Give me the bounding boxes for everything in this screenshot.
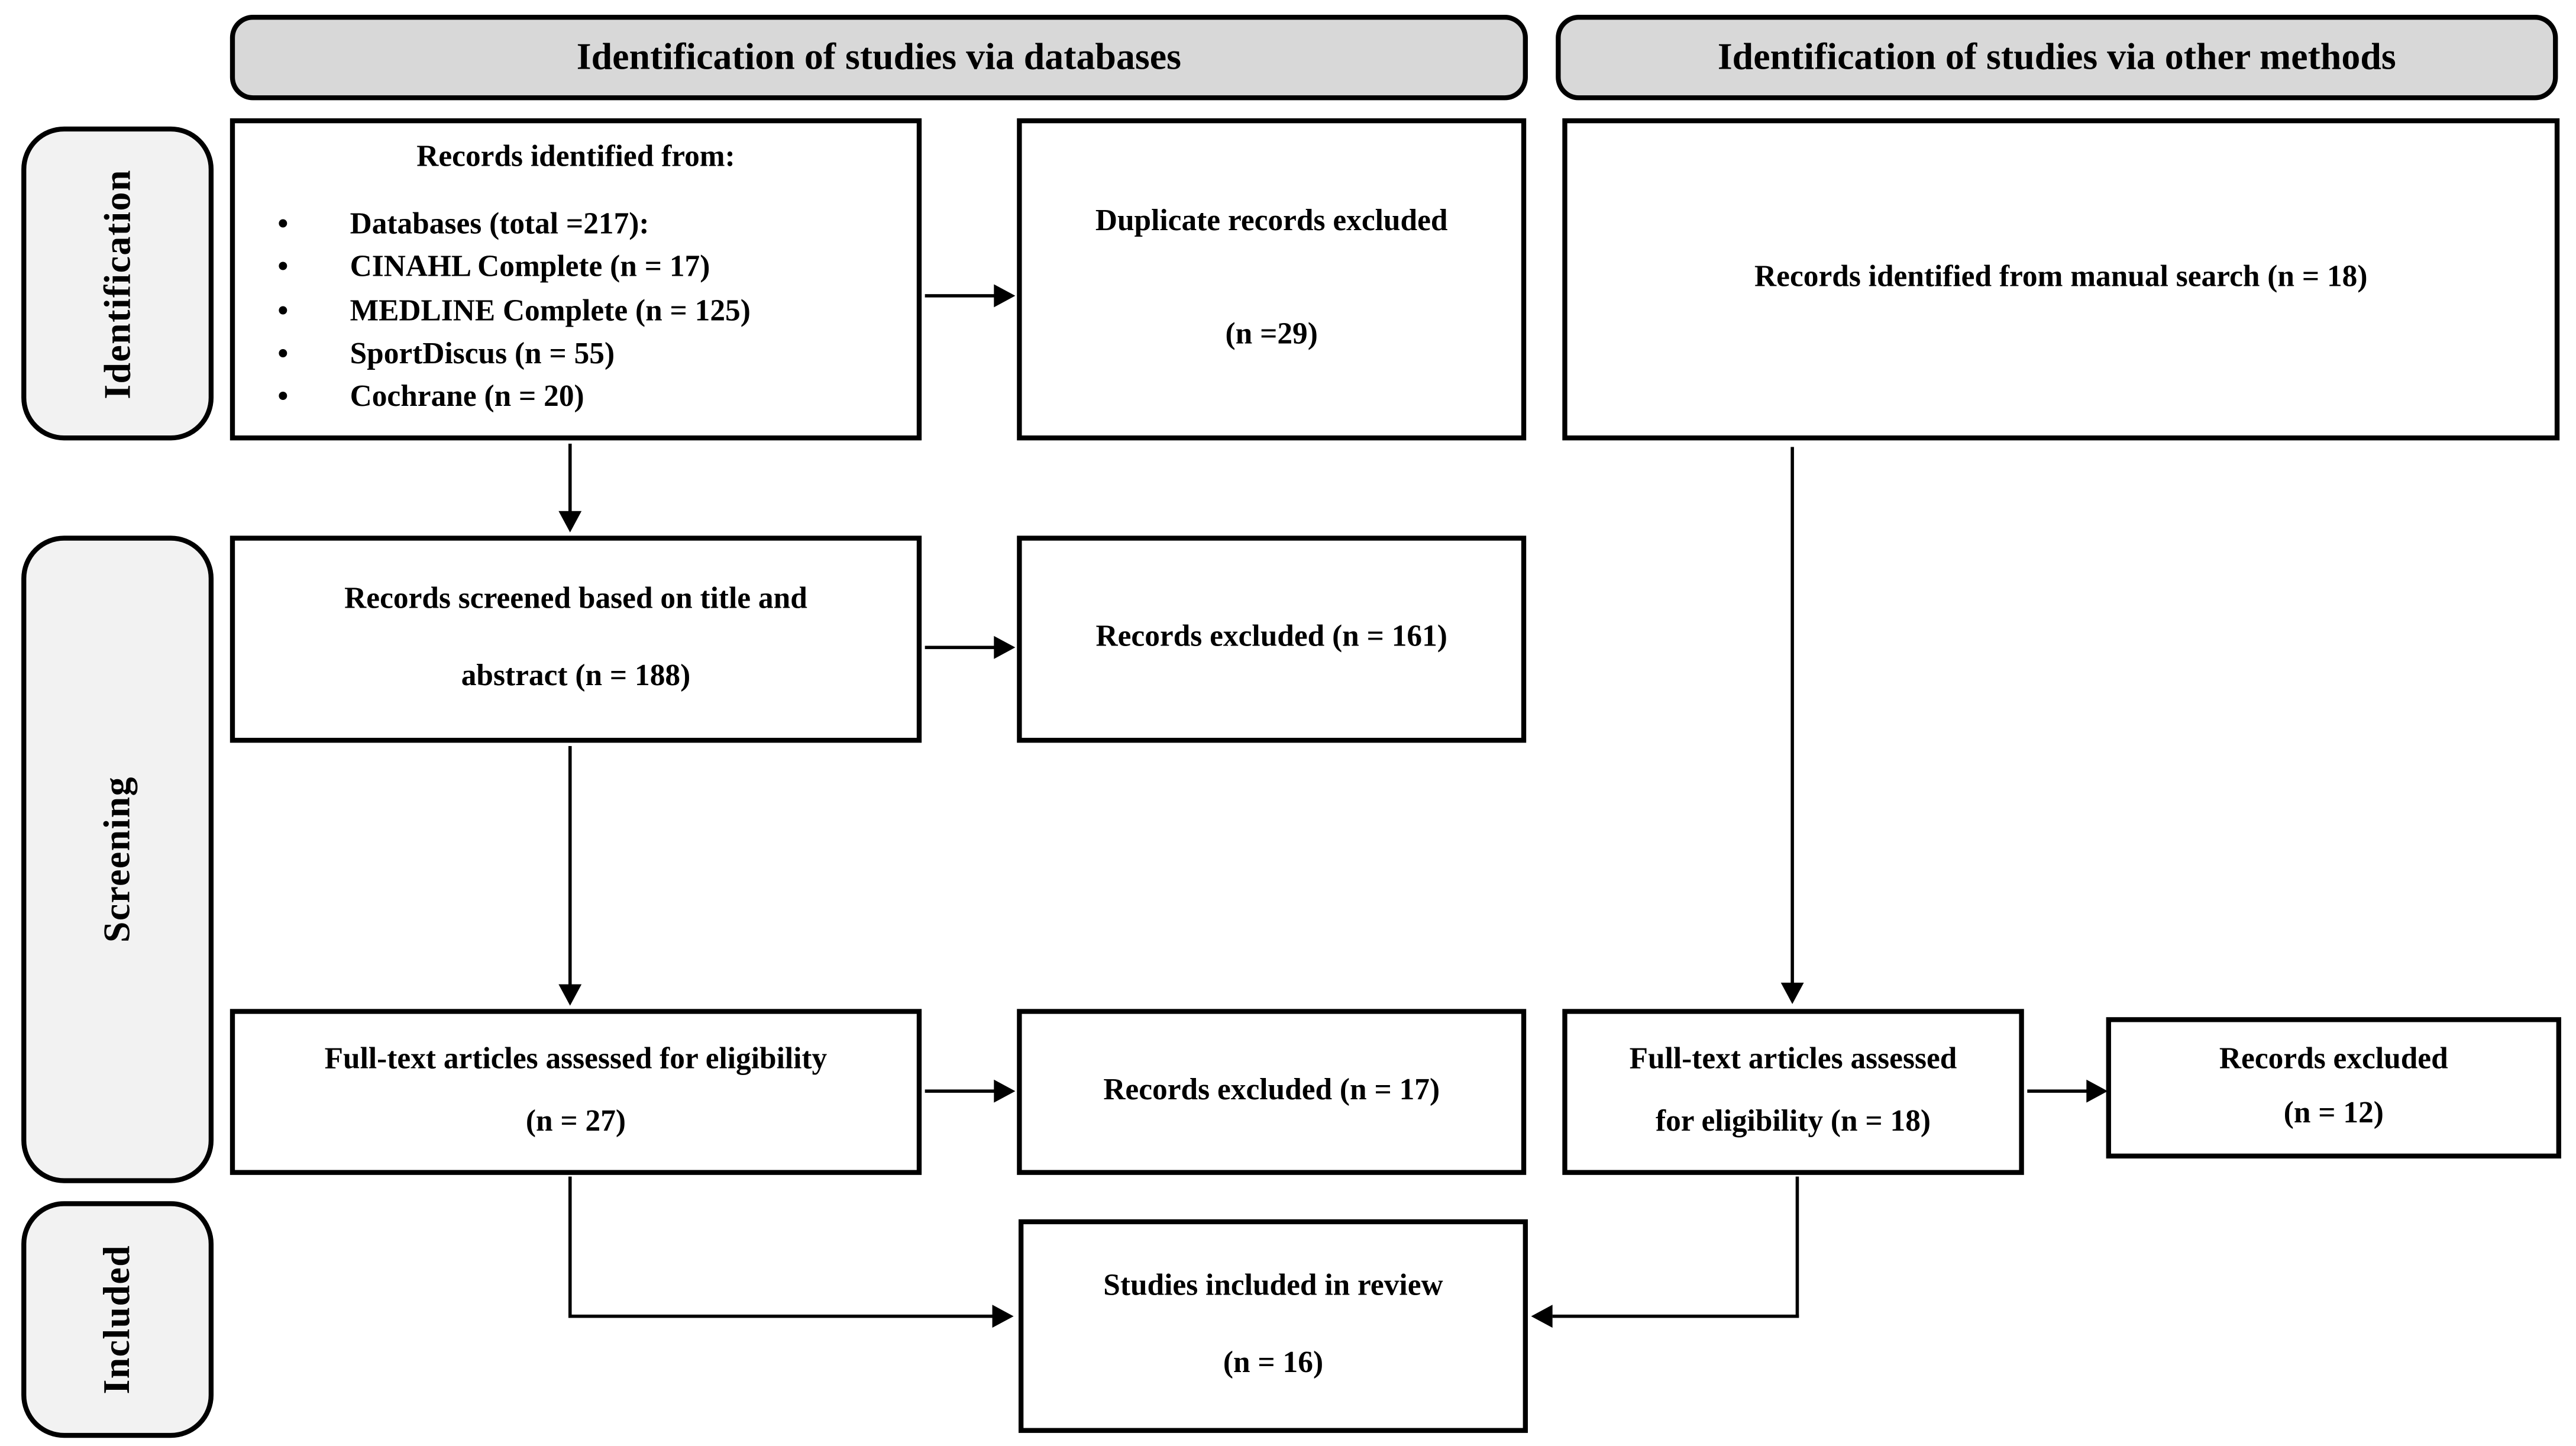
records-excluded-other-count: (n = 12) <box>2283 1098 2384 1131</box>
arrow-identified-to-screened-head-icon <box>558 511 582 532</box>
header-identification-via-databases: Identification of studies via databases <box>230 14 1528 101</box>
box-fulltext-databases: Full-text articles assessed for eligibil… <box>230 1009 922 1175</box>
stage-label-included-text: Included <box>96 1244 137 1395</box>
arrow-fulltext18-to-excluded12-head-icon <box>2086 1079 2108 1103</box>
arrow-identified-to-duplicates-head-icon <box>994 284 1016 308</box>
records-screened-line2: abstract (n = 188) <box>461 660 691 693</box>
arrow-screened-to-fulltext-head-icon <box>558 984 582 1006</box>
arrow-fulltext-to-excluded17-line <box>925 1089 997 1093</box>
elbow-fulltext18-down-line <box>1795 1176 1799 1318</box>
bullet-dot-icon: • <box>277 338 289 372</box>
box-records-screened: Records screened based on title and abst… <box>230 535 922 743</box>
stage-label-included: Included <box>21 1201 214 1438</box>
header-identification-via-other-methods: Identification of studies via other meth… <box>1556 14 2558 101</box>
elbow-fulltext27-down-line <box>568 1176 572 1318</box>
arrow-screened-to-excluded-head-icon <box>994 635 1016 659</box>
box-fulltext-other: Full-text articles assessed for eligibil… <box>1562 1009 2024 1175</box>
box-records-excluded-other: Records excluded (n = 12) <box>2106 1017 2561 1159</box>
bullet-sportdiscus: •SportDiscus (n = 55) <box>264 334 907 377</box>
duplicate-records-excluded-count: (n =29) <box>1225 319 1318 353</box>
arrow-manual-to-fulltext-line <box>1790 447 1794 985</box>
stage-label-screening: Screening <box>21 535 214 1183</box>
box-records-excluded-fulltext: Records excluded (n = 17) <box>1017 1009 1527 1175</box>
arrow-identified-to-screened-line <box>568 443 572 513</box>
arrow-into-studies-left-head-icon <box>992 1305 1014 1328</box>
records-excluded-fulltext-label: Records excluded (n = 17) <box>1103 1074 1440 1108</box>
records-excluded-screening-label: Records excluded (n = 161) <box>1095 622 1447 655</box>
records-identified-heading: Records identified from: <box>416 141 735 175</box>
bullet-dot-icon: • <box>277 252 289 285</box>
studies-included-line1: Studies included in review <box>1103 1269 1443 1303</box>
stage-label-identification: Identification <box>21 126 214 441</box>
records-screened-line1: Records screened based on title and <box>344 583 807 617</box>
fulltext-databases-count: (n = 27) <box>525 1106 626 1139</box>
arrow-into-studies-right-head-icon <box>1531 1305 1553 1328</box>
header-identification-via-other-methods-label: Identification of studies via other meth… <box>1717 36 2396 78</box>
studies-included-count: (n = 16) <box>1223 1348 1324 1381</box>
arrow-identified-to-duplicates-line <box>925 294 997 298</box>
records-identified-bullet-list: •Databases (total =217): •CINAHL Complet… <box>245 204 907 420</box>
manual-search-label: Records identified from manual search (n… <box>1754 262 2368 295</box>
fulltext-other-line2: for eligibility (n = 18) <box>1655 1106 1931 1139</box>
elbow-fulltext27-right-line <box>568 1314 996 1318</box>
box-studies-included: Studies included in review (n = 16) <box>1018 1219 1528 1433</box>
box-manual-search: Records identified from manual search (n… <box>1562 118 2560 441</box>
stage-label-screening-text: Screening <box>96 776 137 943</box>
header-identification-via-databases-label: Identification of studies via databases <box>576 36 1181 78</box>
box-duplicate-records-excluded: Duplicate records excluded (n =29) <box>1017 118 1527 441</box>
duplicate-records-excluded-line1: Duplicate records excluded <box>1095 205 1448 238</box>
bullet-cinahl: •CINAHL Complete (n = 17) <box>264 247 907 291</box>
arrow-screened-to-fulltext-line <box>568 745 572 986</box>
stage-label-identification-text: Identification <box>96 168 137 399</box>
bullet-medline: •MEDLINE Complete (n = 125) <box>264 291 907 334</box>
arrow-fulltext18-to-excluded12-line <box>2027 1089 2090 1093</box>
bullet-dot-icon: • <box>277 295 289 328</box>
bullet-cochrane: •Cochrane (n = 20) <box>264 377 907 420</box>
fulltext-other-line1: Full-text articles assessed <box>1629 1043 1957 1076</box>
bullet-dot-icon: • <box>277 381 289 415</box>
bullet-dot-icon: • <box>277 209 289 242</box>
box-records-excluded-screening: Records excluded (n = 161) <box>1017 535 1527 743</box>
elbow-fulltext18-left-line <box>1552 1314 1799 1318</box>
box-records-identified: Records identified from: •Databases (tot… <box>230 118 922 441</box>
arrow-fulltext-to-excluded17-head-icon <box>994 1079 1016 1103</box>
bullet-databases-total: •Databases (total =217): <box>264 204 907 247</box>
records-excluded-other-line1: Records excluded <box>2219 1043 2448 1076</box>
fulltext-databases-line1: Full-text articles assessed for eligibil… <box>324 1043 828 1076</box>
arrow-manual-to-fulltext-head-icon <box>1780 982 1804 1004</box>
arrow-screened-to-excluded-line <box>925 645 997 650</box>
